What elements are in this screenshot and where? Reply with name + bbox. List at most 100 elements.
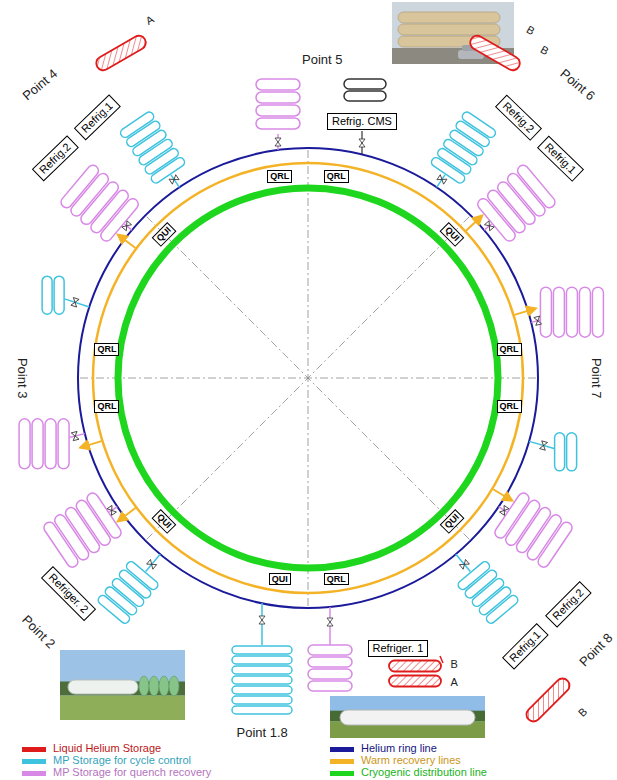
storage-vessel <box>32 419 43 469</box>
refrigerator-box: Refrig.1 <box>74 95 121 141</box>
storage-vessel <box>42 520 80 569</box>
site-photo <box>169 676 179 696</box>
point-name: Point 2 <box>19 613 58 652</box>
recovery-arrow <box>80 441 101 447</box>
storage-vessel <box>232 696 292 704</box>
storage-vessel <box>308 681 352 691</box>
refrigerator-box: Refrig.2 <box>495 95 542 141</box>
site-photo <box>60 650 185 720</box>
box-label: Refriger. 2 <box>46 571 91 616</box>
storage-vessel <box>232 656 292 664</box>
storage-vessel <box>476 196 518 243</box>
site-photo <box>159 676 169 696</box>
axis-line <box>147 217 469 539</box>
point-name: Point 1.8 <box>237 726 288 740</box>
storage-vessel <box>19 419 30 469</box>
tank-letter: B <box>575 705 589 719</box>
storage-vessel <box>19 419 69 469</box>
valve-symbol <box>259 616 265 624</box>
storage-vessel <box>555 433 565 471</box>
box-label: Refrig. CMS <box>332 115 392 128</box>
recovery-arrow <box>466 216 482 231</box>
storage-vessel <box>256 79 300 129</box>
legend-item: MP Storage for cycle control <box>22 754 191 766</box>
refrigerator-box: Refriger. 2 <box>41 566 96 621</box>
storage-vessel <box>42 276 64 314</box>
storage-vessel <box>308 645 352 655</box>
site-photo <box>330 696 485 738</box>
storage-vessel <box>96 560 159 625</box>
storage-vessel <box>566 287 577 337</box>
storage-vessel <box>485 594 520 625</box>
junction-box: QRL <box>94 343 119 356</box>
legend-swatch <box>22 747 46 752</box>
legend-text: Helium ring line <box>361 742 437 754</box>
legend-text: Liquid Helium Storage <box>53 742 161 754</box>
legend-item: Liquid Helium Storage <box>22 742 161 754</box>
storage-vessel <box>96 594 131 625</box>
legend-text: MP Storage for cycle control <box>53 754 191 766</box>
legend-item: Warm recovery lines <box>330 754 461 766</box>
valve-symbol <box>540 441 548 450</box>
storage-vessel <box>58 419 69 469</box>
valve-symbol <box>147 559 157 569</box>
box-label: QRL <box>327 171 346 182</box>
recovery-arrow <box>493 489 512 500</box>
helium-tank <box>94 33 149 73</box>
box-label: QRL <box>500 344 519 355</box>
cryogenic-distribution-line <box>118 188 498 568</box>
junction-box: QRL <box>497 400 522 413</box>
legend-item: MP Storage for quench recovery <box>22 766 211 778</box>
refrigerator-box: Refrig.1 <box>537 135 584 181</box>
storage-vessel <box>592 287 603 337</box>
point-name: Point 6 <box>557 67 597 104</box>
recovery-arrow <box>118 508 136 521</box>
site-photo <box>139 676 149 696</box>
storage-vessel <box>232 646 292 714</box>
legend-swatch <box>330 771 354 776</box>
legend-item: Helium ring line <box>330 742 437 754</box>
valve-symbol <box>437 175 447 184</box>
valve-symbol <box>169 175 179 184</box>
helium-tank <box>524 676 573 725</box>
storage-vessel <box>344 79 386 89</box>
storage-vessel <box>430 156 467 185</box>
site-photo <box>149 676 159 696</box>
storage-vessel <box>476 163 558 243</box>
storage-pipe <box>146 554 160 571</box>
helium-tank <box>389 661 441 672</box>
site-photo <box>330 696 485 738</box>
site-photo <box>60 650 185 720</box>
box-label: Refrig.1 <box>507 628 544 665</box>
box-label: QRL <box>97 401 116 412</box>
valve-symbol <box>107 505 116 515</box>
storage-vessel <box>308 657 352 667</box>
storage-vessel <box>344 79 386 101</box>
storage-vessel <box>308 669 352 679</box>
junction-box: QRL <box>497 343 522 356</box>
storage-vessel <box>99 196 141 243</box>
valve-symbol <box>500 505 509 515</box>
valve-symbol <box>71 431 79 440</box>
site-photo <box>60 696 185 721</box>
valve-symbol <box>327 618 333 626</box>
point-name: Point 5 <box>302 53 342 67</box>
legend-text: Cryogenic distribution line <box>361 766 487 778</box>
storage-vessel <box>45 419 56 469</box>
box-label: Refriger. 1 <box>373 642 424 655</box>
storage-vessel <box>150 156 187 185</box>
junction-box: QRL <box>94 400 119 413</box>
legend-text: MP Storage for quench recovery <box>53 766 211 778</box>
tank-letter: A <box>143 13 155 27</box>
storage-vessel <box>119 110 186 184</box>
valve-symbol <box>71 298 79 307</box>
legend-item: Cryogenic distribution line <box>330 766 487 778</box>
storage-vessel <box>256 105 300 116</box>
refrigerator-box: Refriger. 1 <box>368 640 429 657</box>
point-name: Point 8 <box>577 631 616 670</box>
junction-box: QRL <box>324 573 349 586</box>
storage-vessel <box>540 287 603 337</box>
point-name: Point 4 <box>20 67 60 104</box>
tank-letter: A <box>451 676 458 688</box>
